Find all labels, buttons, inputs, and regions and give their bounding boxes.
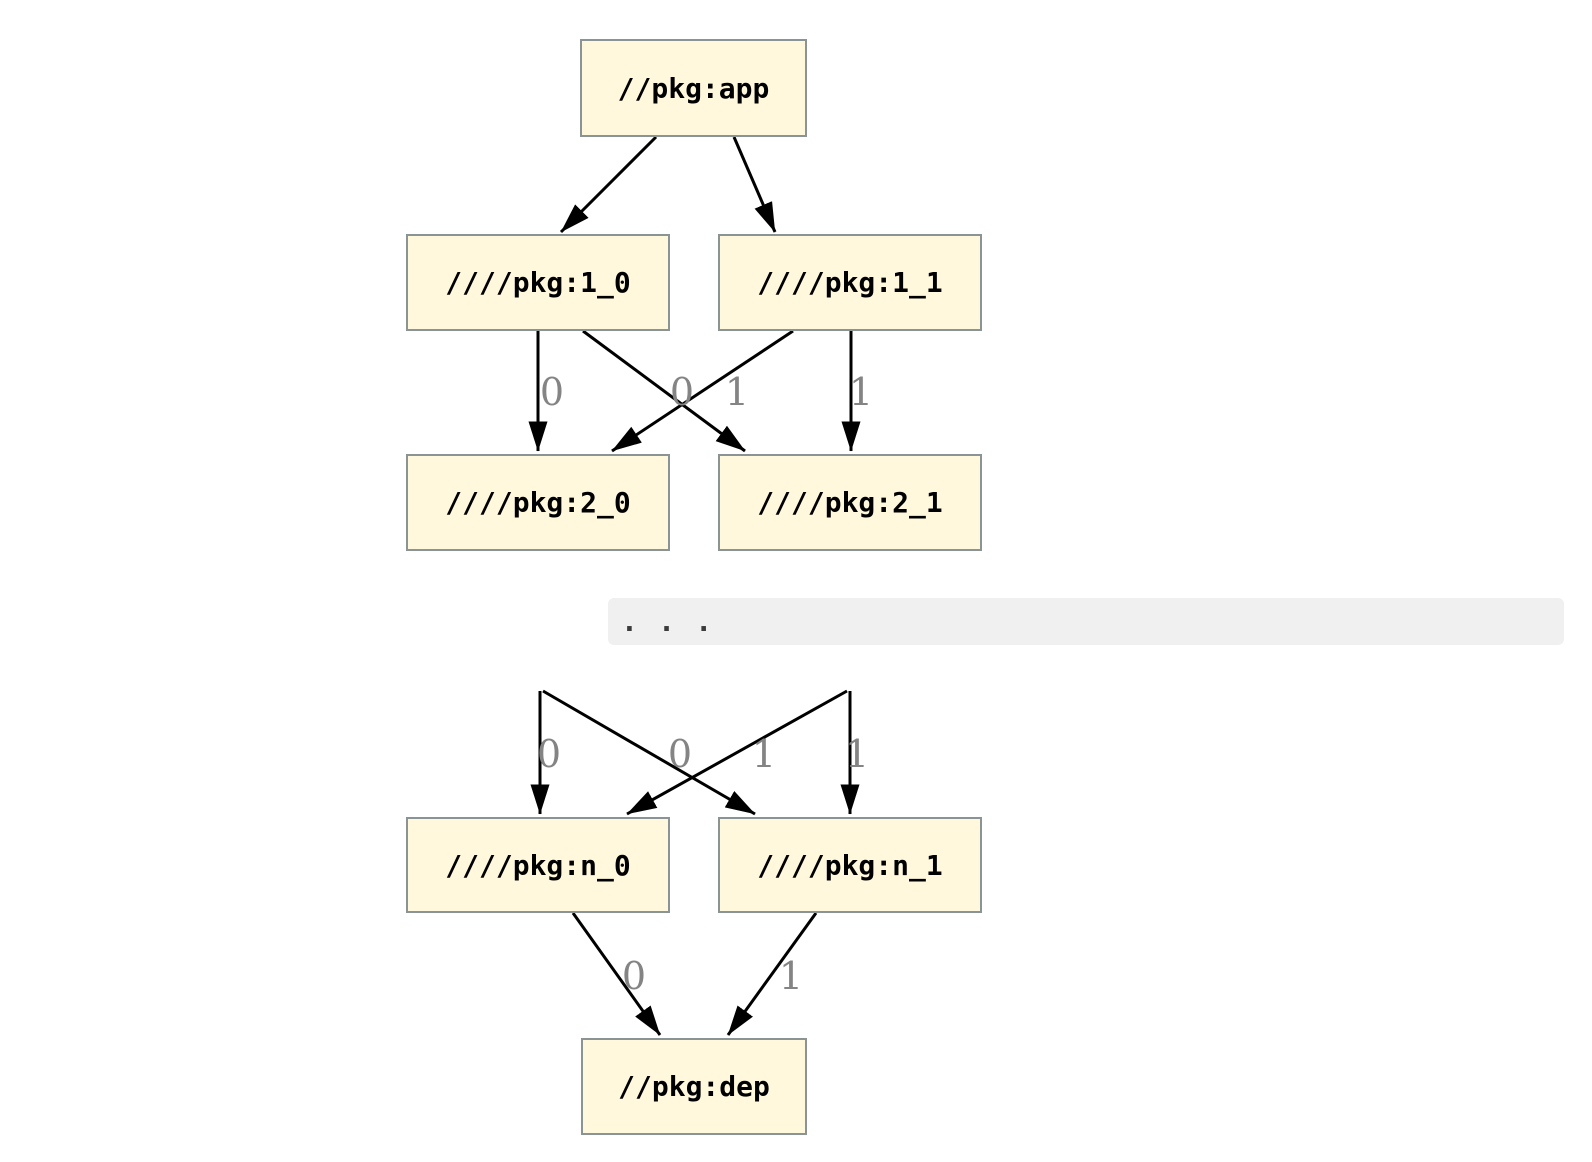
edge-label-1_0-2_0: 0	[540, 370, 564, 414]
edge-app-to-1_1	[732, 136, 777, 233]
edge-1_1-to-2_0	[611, 329, 794, 453]
node-pkg-n_0-label: ////pkg:n_0	[445, 848, 631, 882]
edge-label-1_0-2_1: 1	[725, 370, 749, 414]
edge-app-to-1_0	[559, 135, 658, 234]
node-pkg-1_0: ////pkg:1_0	[406, 234, 670, 331]
node-pkg-2_1-label: ////pkg:2_1	[757, 486, 943, 519]
edge-label-ellipsis-n_0-cross: 0	[668, 732, 692, 776]
node-pkg-1_0-label: ////pkg:1_0	[445, 266, 631, 299]
ellipsis-band: . . .	[608, 598, 1564, 645]
edge-n_0-to-dep	[571, 912, 662, 1036]
node-pkg-n_0: ////pkg:n_0	[406, 817, 670, 913]
edge-label-1_1-2_0: 0	[670, 370, 694, 414]
edge-label-n_1-dep: 1	[779, 954, 803, 998]
node-pkg-2_0-label: ////pkg:2_0	[445, 486, 631, 519]
edge-label-1_1-2_1: 1	[849, 370, 873, 414]
node-pkg-2_1: ////pkg:2_1	[718, 454, 982, 551]
node-pkg-app: //pkg:app	[580, 39, 807, 137]
edge-label-n_0-dep: 0	[622, 954, 646, 998]
node-pkg-n_1-label: ////pkg:n_1	[757, 848, 943, 882]
node-pkg-app-label: //pkg:app	[617, 71, 770, 105]
node-pkg-dep: //pkg:dep	[581, 1038, 807, 1135]
edge-ellipsis-to-n_1-cross	[542, 689, 756, 816]
node-pkg-1_1: ////pkg:1_1	[718, 234, 982, 331]
edge-label-ellipsis-n_1-cross: 1	[752, 732, 776, 776]
edge-label-ellipsis-n_0-straight: 0	[537, 732, 561, 776]
edge-label-ellipsis-n_1-straight: 1	[845, 732, 869, 776]
edge-ellipsis-to-n_0-cross	[626, 689, 848, 816]
edge-1_0-to-2_1	[582, 329, 746, 453]
edge-n_1-to-dep	[726, 912, 818, 1036]
node-pkg-dep-label: //pkg:dep	[618, 1070, 770, 1103]
node-pkg-n_1: ////pkg:n_1	[718, 817, 982, 913]
node-pkg-1_1-label: ////pkg:1_1	[757, 266, 943, 299]
ellipsis-text: . . .	[621, 605, 714, 638]
node-pkg-2_0: ////pkg:2_0	[406, 454, 670, 551]
